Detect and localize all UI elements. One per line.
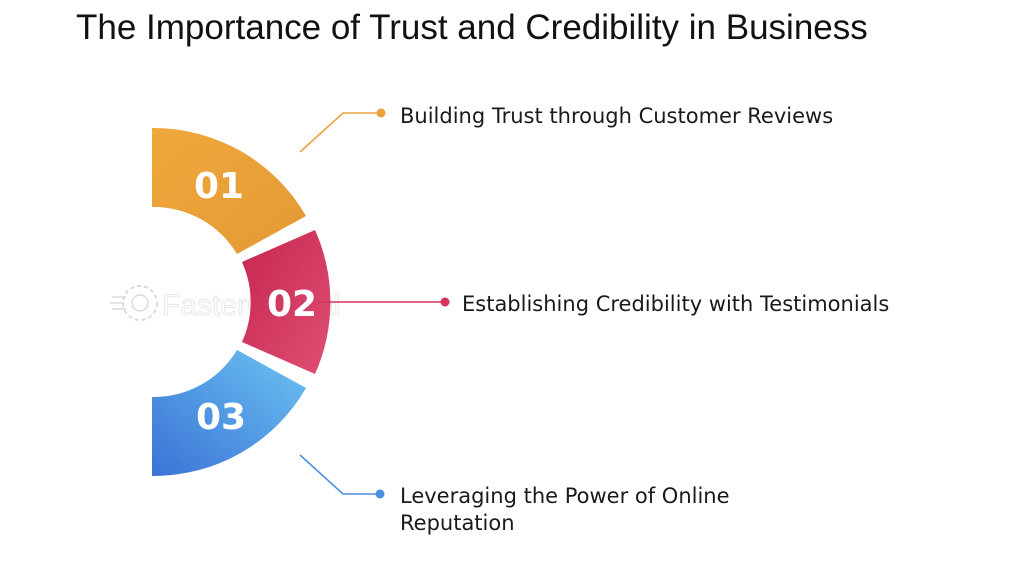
segment-03 xyxy=(152,350,306,477)
segment-02 xyxy=(242,230,331,374)
connector-dot-02 xyxy=(440,297,450,307)
label-item-02: Establishing Credibility with Testimonia… xyxy=(462,292,890,316)
watermark-gear-icon xyxy=(122,285,158,321)
connector-dot-03 xyxy=(375,489,385,499)
connector-01 xyxy=(299,108,386,153)
segment-number-01: 01 xyxy=(194,166,244,207)
label-item-01: Building Trust through Customer Reviews xyxy=(400,104,834,128)
segment-01 xyxy=(152,127,306,254)
connector-dot-01 xyxy=(376,108,386,118)
label-item-03: Leveraging the Power of Online Reputatio… xyxy=(400,484,730,535)
connector-02 xyxy=(318,297,450,307)
connector-03 xyxy=(299,454,385,499)
segment-number-02: 02 xyxy=(267,284,317,325)
page-title: The Importance of Trust and Credibility … xyxy=(76,8,868,47)
segment-number-03: 03 xyxy=(196,397,246,438)
